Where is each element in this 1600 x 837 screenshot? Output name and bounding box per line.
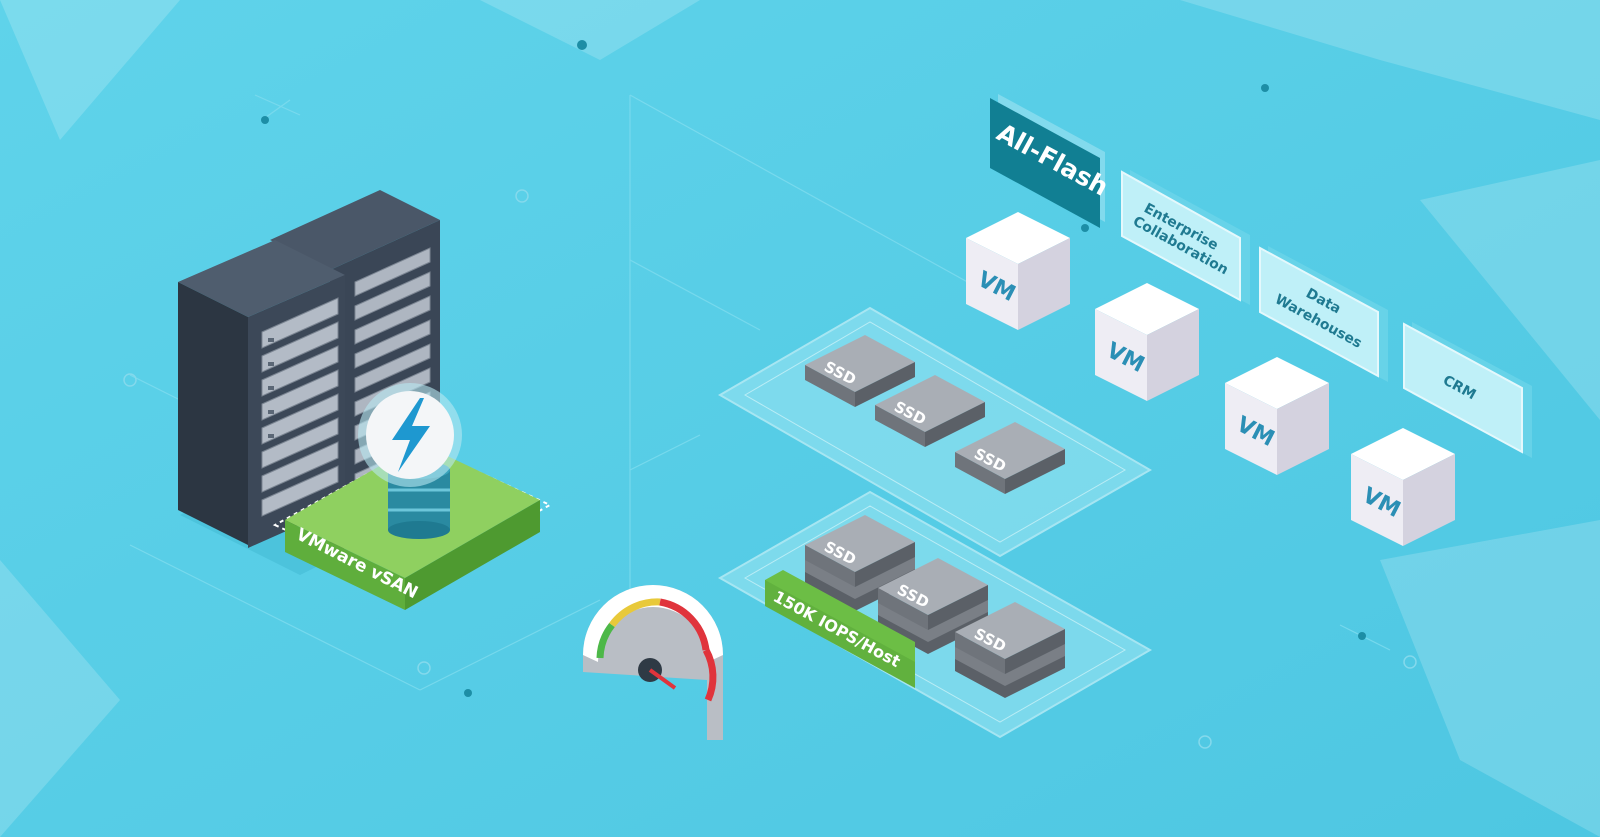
panel-enterprise-collaboration: Enterprise Collaboration (1121, 170, 1250, 305)
panel-crm: CRM (1403, 322, 1532, 458)
background-dots (261, 40, 1366, 697)
ssd-drive: SSD (805, 335, 915, 407)
ssd-tray-upper: SSD SSD SSD (718, 306, 1153, 558)
ssd-drive-stack: SSD (955, 602, 1065, 698)
lightning-bolt-icon (392, 398, 430, 472)
vm-cube: VM (1095, 283, 1199, 401)
speedometer-gauge-icon (583, 585, 723, 740)
ssd-drive: SSD (955, 422, 1065, 494)
vm-cube: VM (966, 212, 1070, 330)
ssd-drive: SSD (875, 375, 985, 447)
ssd-drive-stack: SSD (878, 558, 988, 654)
lightning-badge (358, 383, 462, 487)
panel-data-warehouses: Data Warehouses (1259, 246, 1388, 382)
ssd-tray-lower: SSD SSD SSD 150K IOPS/Host (717, 490, 1153, 739)
server-racks (178, 190, 450, 575)
vm-cube: VM (1225, 357, 1329, 475)
server-rack-front (178, 240, 345, 548)
background-rings (123, 189, 1417, 749)
ssd-drive-stack: SSD (805, 515, 915, 611)
vm-cube: VM (1351, 428, 1455, 546)
server-rack-back (270, 190, 440, 555)
